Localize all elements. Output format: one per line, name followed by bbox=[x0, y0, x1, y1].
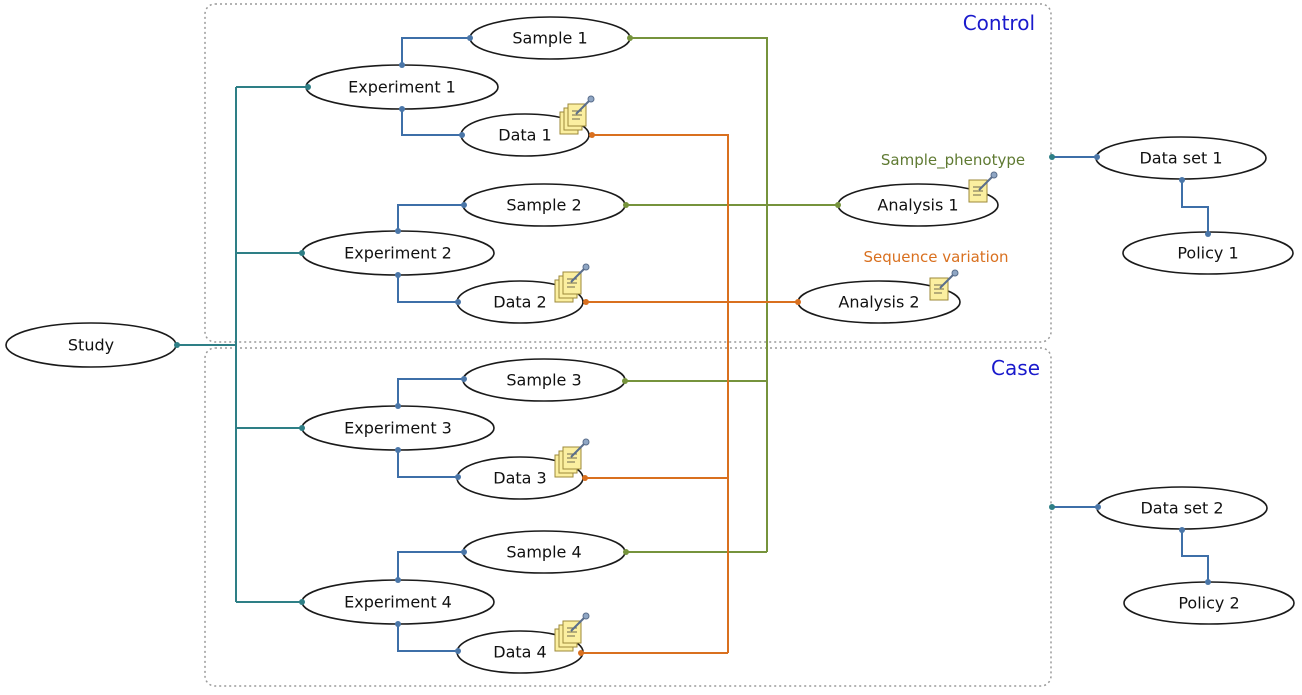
node-experiment-1[interactable]: Experiment 1 bbox=[305, 64, 499, 110]
node-policy-1[interactable]: Policy 1 bbox=[1122, 231, 1294, 275]
node-study-label: Study bbox=[68, 336, 114, 355]
node-sample-1-label: Sample 1 bbox=[512, 29, 587, 48]
node-sample-2-label: Sample 2 bbox=[506, 196, 581, 215]
case-group-box bbox=[204, 347, 1052, 687]
edge-exp1-sample1 bbox=[401, 37, 470, 65]
node-dataset-1-label: Data set 1 bbox=[1139, 149, 1222, 168]
edge-exp3-sample3 bbox=[397, 378, 464, 406]
experiment-edges bbox=[397, 37, 1209, 652]
node-analysis-2-label: Analysis 2 bbox=[838, 293, 919, 312]
edge-sample1-bus bbox=[630, 37, 768, 552]
control-group-box bbox=[204, 3, 1052, 343]
study-edges bbox=[177, 86, 308, 603]
node-sample-2[interactable]: Sample 2 bbox=[462, 183, 626, 227]
node-data-3-label: Data 3 bbox=[493, 469, 546, 488]
node-analysis-1[interactable]: Analysis 1 bbox=[837, 183, 999, 227]
node-experiment-2[interactable]: Experiment 2 bbox=[301, 230, 495, 276]
edge-dataset2-policy2 bbox=[1181, 530, 1209, 582]
node-sample-3-label: Sample 3 bbox=[506, 371, 581, 390]
edge-exp3-data3 bbox=[397, 450, 458, 478]
file-stack-icon bbox=[555, 439, 589, 477]
edge-exp1-data1 bbox=[401, 109, 462, 136]
node-sample-3[interactable]: Sample 3 bbox=[462, 358, 626, 402]
node-sample-4-label: Sample 4 bbox=[506, 543, 581, 562]
connection-dots bbox=[174, 35, 1211, 656]
node-experiment-4-label: Experiment 4 bbox=[344, 593, 452, 612]
case-group-title: Case bbox=[991, 356, 1040, 380]
node-policy-2-label: Policy 2 bbox=[1178, 594, 1239, 613]
node-dataset-2[interactable]: Data set 2 bbox=[1096, 486, 1268, 530]
annotation-sequence-variation: Sequence variation bbox=[863, 248, 1008, 266]
node-dataset-2-label: Data set 2 bbox=[1140, 499, 1223, 518]
node-experiment-1-label: Experiment 1 bbox=[348, 78, 456, 97]
annotation-sample-phenotype: Sample_phenotype bbox=[881, 151, 1025, 170]
file-stack-icon bbox=[555, 613, 589, 651]
edge-data1-bus bbox=[592, 134, 729, 653]
sample-analysis-edges bbox=[625, 37, 838, 553]
file-stack-icon bbox=[555, 264, 589, 302]
node-sample-4[interactable]: Sample 4 bbox=[462, 530, 626, 574]
node-experiment-4[interactable]: Experiment 4 bbox=[301, 579, 495, 625]
node-data-4-label: Data 4 bbox=[493, 643, 546, 662]
node-policy-1-label: Policy 1 bbox=[1177, 244, 1238, 263]
node-experiment-3[interactable]: Experiment 3 bbox=[301, 405, 495, 451]
edge-dataset1-policy1 bbox=[1181, 180, 1209, 234]
node-experiment-2-label: Experiment 2 bbox=[344, 244, 452, 263]
node-data-2-label: Data 2 bbox=[493, 293, 546, 312]
node-dataset-1[interactable]: Data set 1 bbox=[1095, 136, 1267, 180]
node-experiment-3-label: Experiment 3 bbox=[344, 419, 452, 438]
edge-exp2-data2 bbox=[397, 275, 458, 303]
node-policy-2[interactable]: Policy 2 bbox=[1123, 581, 1295, 625]
node-study[interactable]: Study bbox=[5, 322, 177, 368]
control-group-title: Control bbox=[963, 11, 1035, 35]
data-analysis-edges bbox=[581, 134, 798, 654]
node-data-1-label: Data 1 bbox=[498, 126, 551, 145]
edge-exp2-sample2 bbox=[397, 204, 464, 231]
node-analysis-1-label: Analysis 1 bbox=[877, 196, 958, 215]
node-sample-1[interactable]: Sample 1 bbox=[469, 16, 631, 60]
file-stack-icon bbox=[560, 96, 594, 134]
node-analysis-2[interactable]: Analysis 2 bbox=[797, 280, 961, 324]
node-data-1[interactable]: Data 1 bbox=[460, 113, 590, 157]
edge-exp4-data4 bbox=[397, 624, 458, 652]
node-data-4[interactable]: Data 4 bbox=[456, 630, 584, 674]
edge-exp4-sample4 bbox=[397, 551, 464, 580]
